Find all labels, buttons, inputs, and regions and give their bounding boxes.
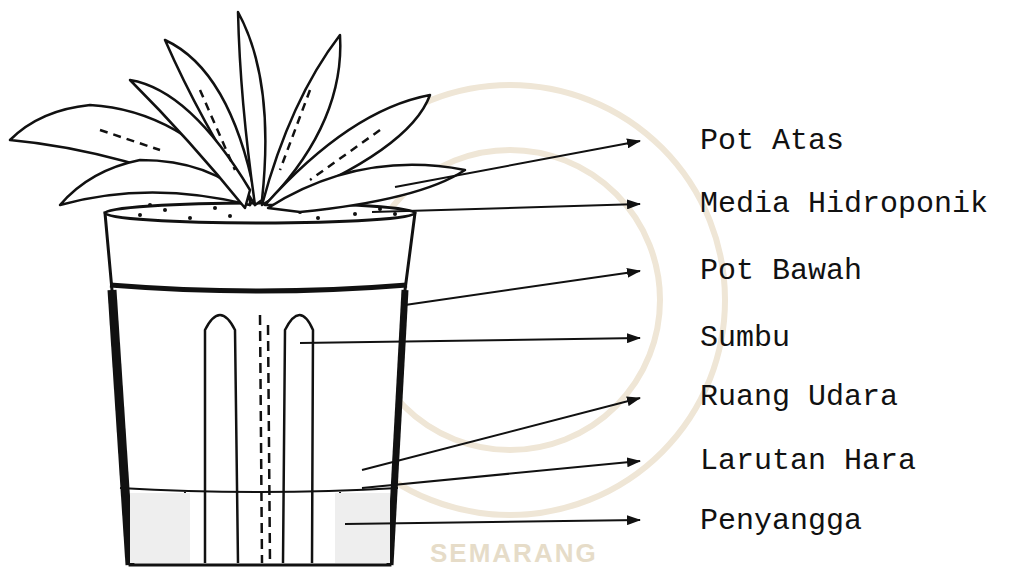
leader-lines [300, 141, 640, 524]
watermark: SEMARANG [430, 540, 598, 566]
part-label: Sumbu [700, 323, 790, 353]
pot [105, 203, 415, 565]
part-label: Pot Bawah [700, 256, 862, 286]
part-label: Larutan Hara [700, 446, 916, 476]
part-label: Ruang Udara [700, 382, 898, 412]
part-label: Penyangga [700, 506, 862, 536]
plant [10, 12, 465, 212]
part-label: Media Hidroponik [700, 189, 988, 219]
part-label: Pot Atas [700, 126, 844, 156]
wick [205, 315, 313, 563]
